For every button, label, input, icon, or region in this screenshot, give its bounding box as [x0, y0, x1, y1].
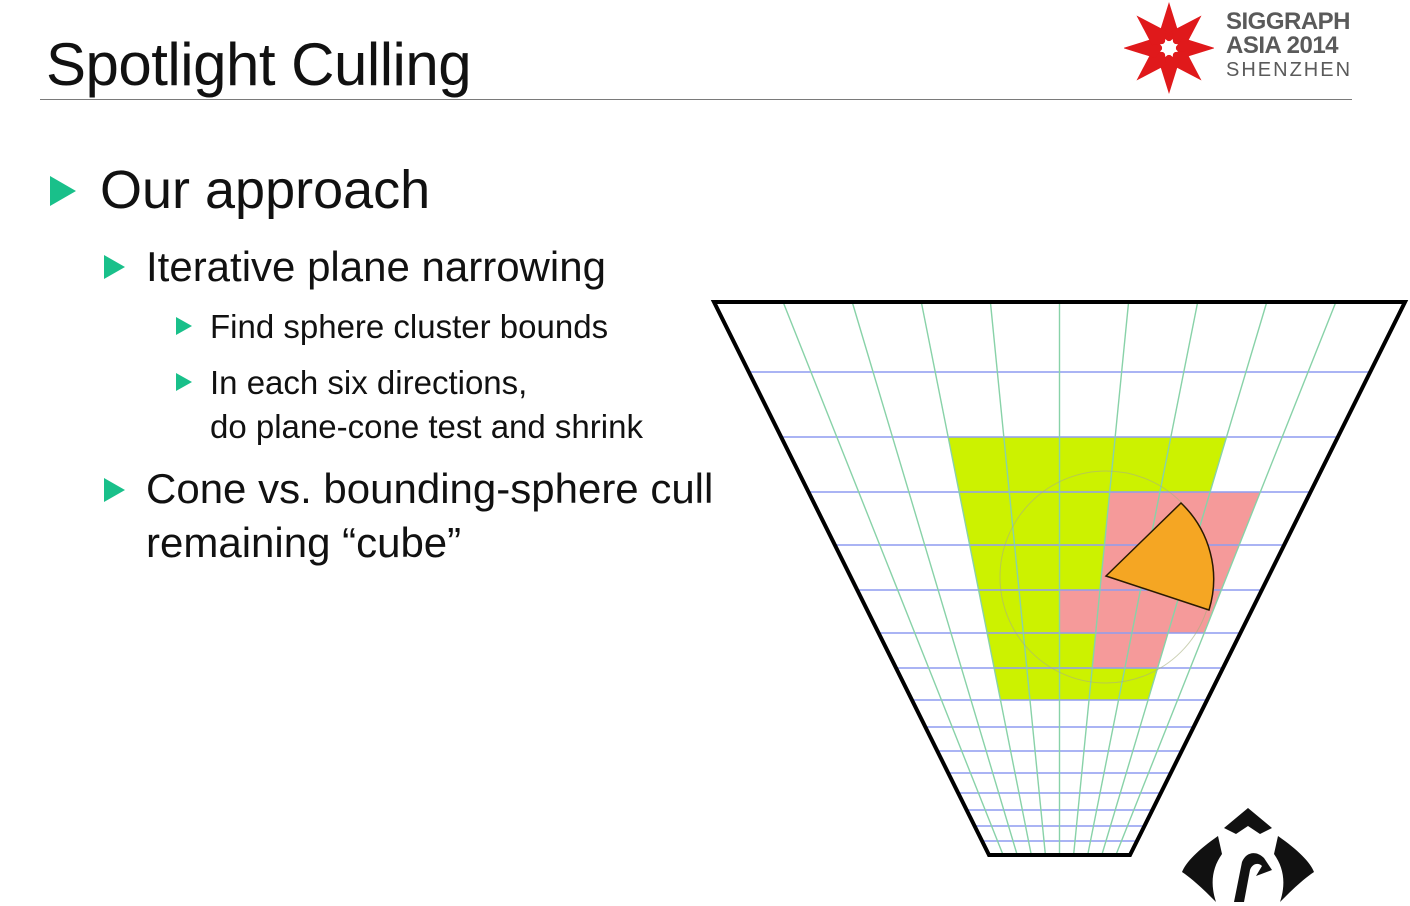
studio-logo-icon	[1182, 808, 1314, 902]
tile-boundary-line	[1072, 301, 1130, 856]
studio-logo-left	[1182, 836, 1222, 902]
bullet-marker-icon	[176, 317, 192, 335]
studio-logo-top	[1224, 808, 1272, 834]
spotlight-cone	[1104, 501, 1215, 611]
tile-boundary-line	[851, 301, 1018, 856]
star-petal	[1136, 50, 1167, 81]
title-divider	[40, 99, 1352, 100]
star-petal	[1171, 15, 1202, 46]
tile-boundary-line	[989, 301, 1047, 856]
star-petal	[1171, 50, 1202, 81]
narrowed-cell	[1092, 633, 1168, 668]
frustum-outline-layer	[710, 300, 1409, 857]
conference-name: SIGGRAPH	[1226, 8, 1351, 35]
studio-logo-center	[1234, 853, 1272, 902]
bullet-cone-vs-sphere-line1: Cone vs. bounding-sphere cull	[146, 465, 714, 512]
bullet-marker-icon	[104, 478, 125, 502]
conference-edition: ASIA 2014	[1226, 32, 1339, 59]
tile-boundary-line	[782, 301, 1004, 856]
bullet-cone-vs-sphere-line2: remaining “cube”	[146, 519, 462, 566]
bullet-marker-icon	[50, 176, 76, 206]
bullet-marker-icon	[176, 373, 192, 391]
bullet-find-sphere-cluster-bounds: Find sphere cluster bounds	[210, 308, 609, 345]
conference-city: SHENZHEN	[1226, 59, 1353, 81]
tile-boundary-line	[1115, 301, 1337, 856]
bullet-marker-icon	[104, 255, 125, 279]
bullet-six-directions-line2: do plane-cone test and shrink	[210, 408, 643, 445]
bullet-our-approach: Our approach	[100, 160, 431, 220]
frustum-outline	[710, 300, 1409, 857]
snowflake-star-icon	[1124, 2, 1214, 94]
bullet-iterative-plane-narrowing: Iterative plane narrowing	[146, 243, 606, 290]
star-center	[1162, 41, 1176, 55]
conference-logo-text: SIGGRAPH ASIA 2014 SHENZHEN	[1226, 10, 1352, 82]
bullet-six-directions-line1: In each six directions,	[210, 364, 528, 401]
slide-title: Spotlight Culling	[46, 31, 472, 98]
tile-boundary-line	[920, 301, 1032, 856]
studio-logo-right	[1274, 836, 1314, 902]
star-petal	[1136, 15, 1167, 46]
